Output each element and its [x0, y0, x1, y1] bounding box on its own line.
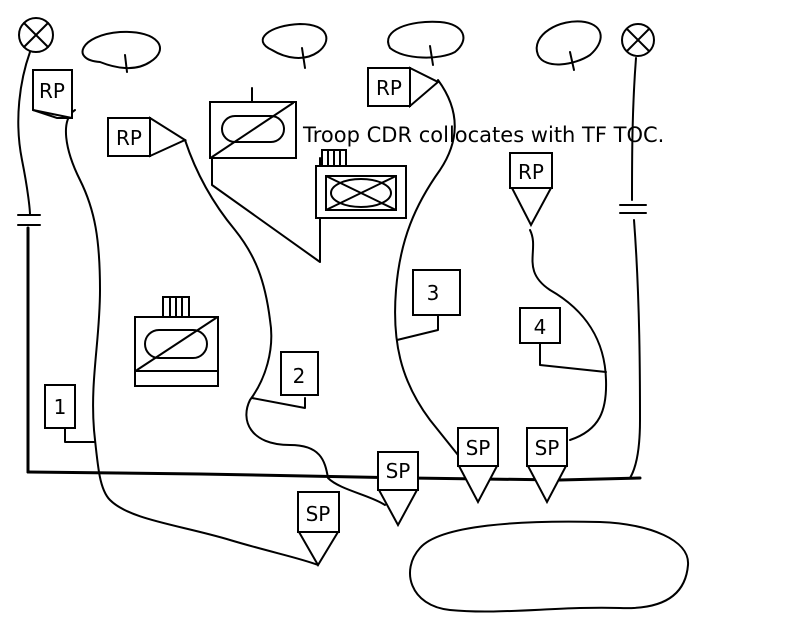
marker-leader	[64, 427, 96, 443]
route-marker-3: 3	[412, 269, 461, 316]
release-point-flag-icon: RP	[32, 69, 73, 119]
marker-label: 4	[534, 315, 547, 339]
left-boundary	[17, 51, 41, 474]
sp-label: SP	[386, 459, 411, 483]
marker-leader	[539, 342, 607, 373]
assembly-area-icon	[81, 30, 161, 73]
rp-label: RP	[518, 160, 544, 184]
rp-label: RP	[116, 126, 142, 150]
route-line-2	[184, 139, 386, 506]
route-line-4	[529, 229, 608, 441]
rp-label: RP	[39, 79, 65, 103]
assembly-area-icon	[261, 23, 328, 69]
infantry-hq-unit-icon	[315, 149, 407, 219]
armored-hq-unit-icon	[134, 296, 219, 387]
route-marker-2: 2	[280, 351, 319, 396]
assembly-area-icon	[535, 20, 602, 71]
route-line-1	[64, 109, 319, 566]
sp-label: SP	[535, 436, 560, 460]
start-point-pennant-icon: SP	[526, 427, 568, 505]
release-point-flag-icon: RP	[367, 66, 440, 109]
armored-recon-unit-icon	[209, 87, 321, 263]
observation-post-icon	[621, 23, 655, 57]
sp-label: SP	[466, 436, 491, 460]
route-line-3	[394, 79, 471, 471]
marker-leader	[251, 397, 306, 409]
marker-label: 1	[54, 395, 67, 419]
start-point-pennant-icon: SP	[297, 491, 340, 567]
rp-label: RP	[376, 76, 402, 100]
assembly-area-icon	[409, 520, 690, 613]
marker-label: 2	[293, 364, 306, 388]
route-marker-4: 4	[519, 307, 561, 344]
release-point-pennant-icon: RP	[509, 152, 553, 228]
marker-leader	[396, 314, 439, 341]
sp-label: SP	[306, 502, 331, 526]
release-point-flag-icon: RP	[107, 116, 188, 158]
annotation-text: Troop CDR collocates with TF TOC.	[302, 123, 664, 147]
assembly-area-icon	[387, 20, 465, 66]
route-marker-1: 1	[44, 384, 76, 429]
start-point-pennant-icon: SP	[457, 427, 499, 505]
line-break-icon	[17, 214, 41, 226]
start-point-pennant-icon: SP	[377, 451, 419, 528]
line-break-icon	[619, 204, 647, 214]
observation-post-icon	[18, 17, 54, 53]
right-boundary	[619, 57, 647, 479]
marker-label: 3	[427, 281, 440, 305]
